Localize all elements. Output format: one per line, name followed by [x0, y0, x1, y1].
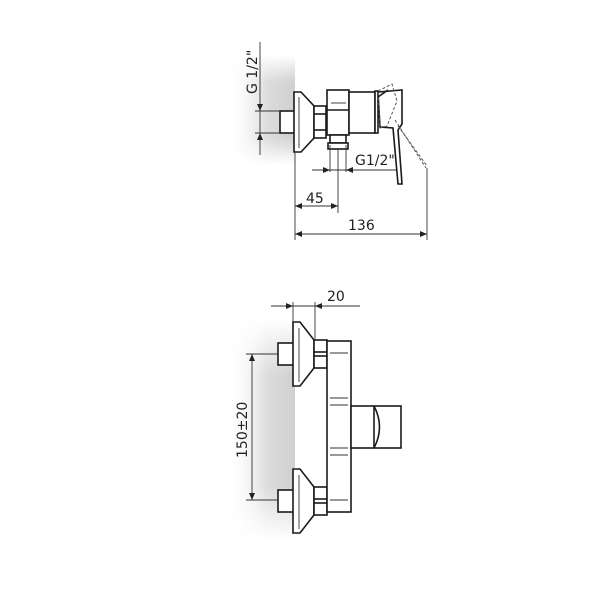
dim-outlet-offset: 45 — [294, 149, 339, 240]
dim-label-total-depth: 136 — [348, 218, 375, 234]
mixer-body-bar — [326, 340, 352, 513]
lower-inlet-stub — [277, 489, 295, 513]
dim-outlet-thread: G1/2" — [312, 145, 396, 173]
dim-label-flange-to-body: 20 — [327, 289, 345, 305]
mixer-body-block — [326, 89, 350, 136]
dim-label-outlet-offset: 45 — [306, 191, 324, 207]
escutcheon-flange — [293, 91, 315, 153]
side-view: G 1/2" G1/2" 45 136 — [225, 42, 428, 240]
upper-inlet-stub — [277, 342, 295, 366]
dim-inlet-spacing: 150±20 — [235, 353, 278, 501]
lever-front — [350, 405, 402, 449]
inlet-stub — [279, 110, 296, 134]
dim-label-outlet-thread: G1/2" — [355, 153, 395, 169]
dim-flange-to-body: 20 — [271, 289, 360, 340]
dim-inlet-thread: G 1/2" — [245, 42, 280, 155]
outlet-connector — [329, 134, 347, 144]
lever-alt-position-dashed — [377, 83, 398, 129]
dim-label-inlet-thread: G 1/2" — [245, 50, 261, 94]
dim-label-inlet-spacing: 150±20 — [235, 402, 251, 458]
lower-nut — [313, 486, 328, 516]
outlet-nut — [327, 142, 349, 150]
cartridge-housing — [348, 91, 376, 134]
upper-nut — [313, 339, 328, 369]
front-view: 20 150±20 — [225, 289, 402, 540]
dim-total-depth: 136 — [295, 168, 428, 240]
lower-escutcheon — [292, 468, 315, 534]
lever-handle — [377, 89, 403, 185]
connector-nut — [313, 105, 327, 139]
upper-escutcheon — [292, 321, 315, 387]
